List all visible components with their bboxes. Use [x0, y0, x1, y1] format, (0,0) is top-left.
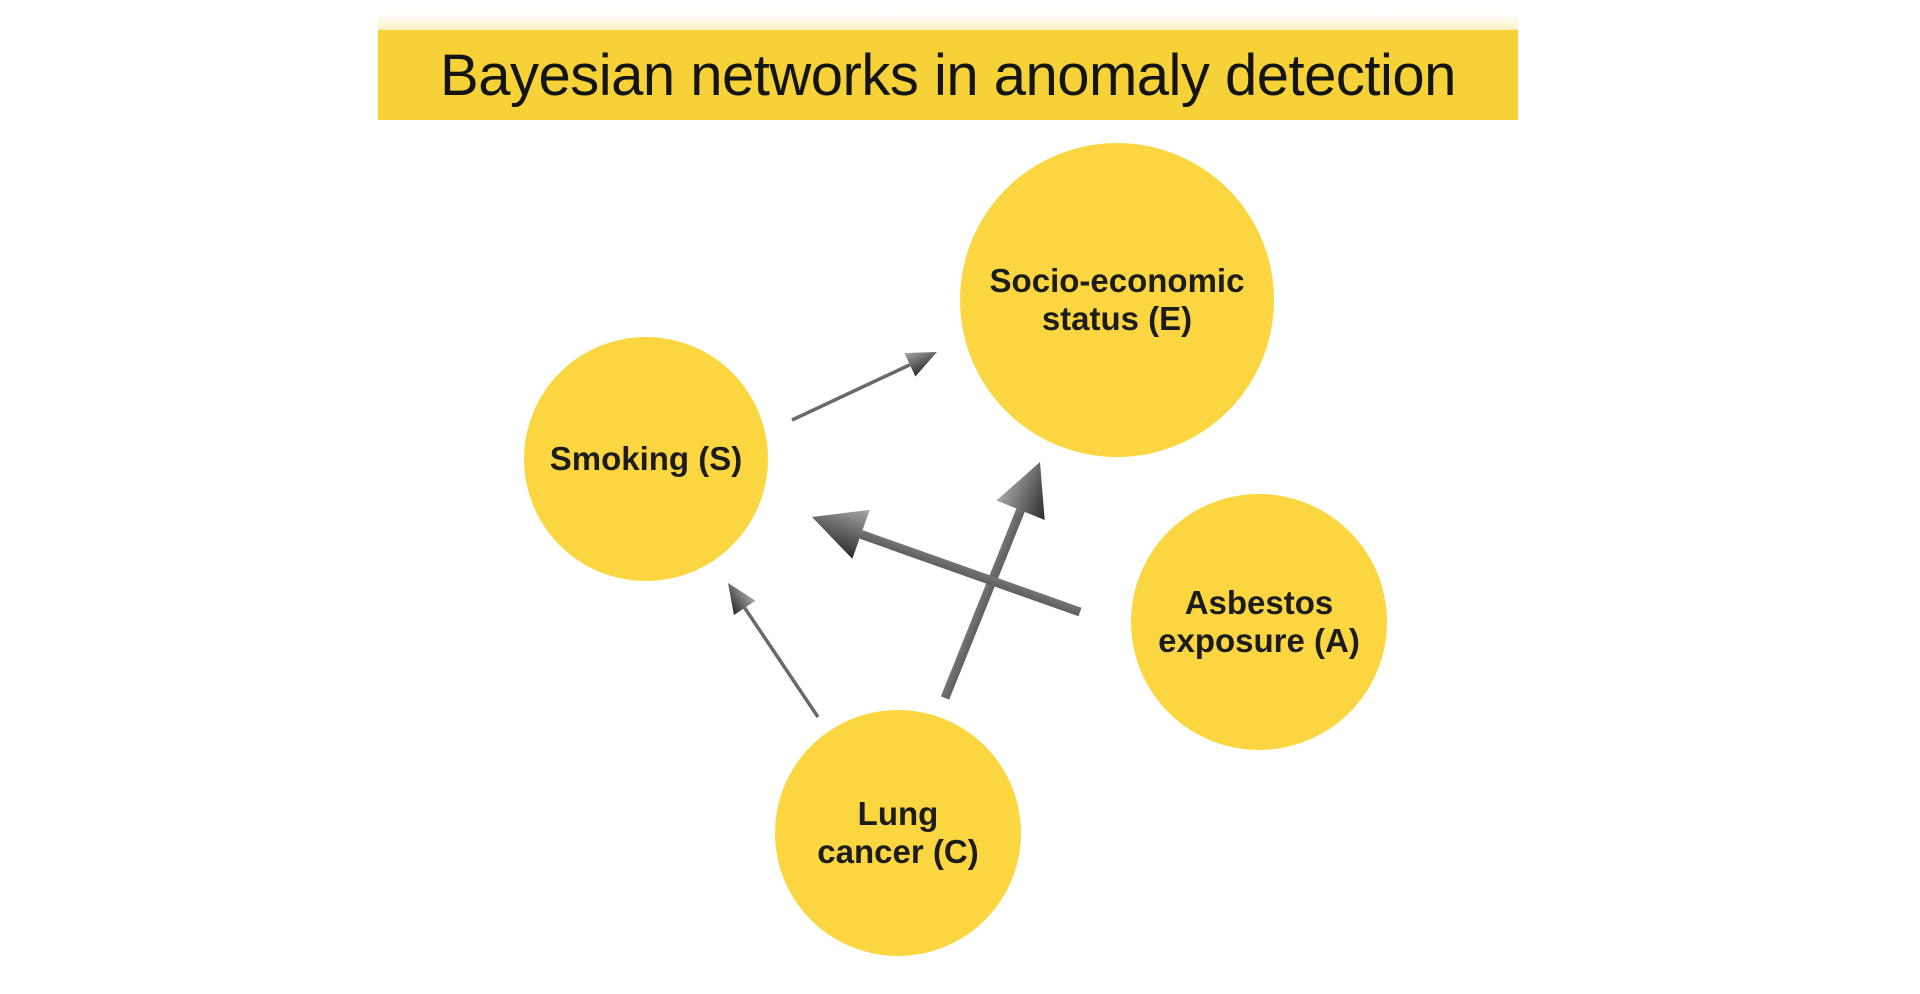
edge-A-to-S-arrowhead: [812, 509, 870, 559]
edge-S-to-E-shaft: [791, 363, 911, 422]
node-smoking-label: Smoking (S): [549, 439, 743, 477]
node-socio-economic-status: Socio-economic status (E): [960, 143, 1274, 457]
edge-S-to-E-arrowhead: [904, 352, 937, 377]
page-title-text: Bayesian networks in anomaly detection: [440, 42, 1456, 108]
node-lung-cancer-label: Lung cancer (C): [817, 794, 979, 870]
title-fade-strip: [378, 13, 1518, 30]
edge-C-to-E-arrowhead: [996, 462, 1045, 520]
edge-A-to-S-shaft: [859, 530, 1082, 617]
node-asbestos-exposure-label: Asbestos exposure (A): [1158, 583, 1360, 659]
node-asbestos-exposure: Asbestos exposure (A): [1131, 494, 1387, 750]
edge-C-to-S-shaft: [743, 606, 820, 718]
node-lung-cancer: Lung cancer (C): [775, 710, 1021, 956]
node-socio-economic-status-label: Socio-economic status (E): [989, 261, 1245, 337]
node-smoking: Smoking (S): [524, 337, 768, 581]
edge-C-to-S-arrowhead: [728, 583, 756, 616]
page-title: Bayesian networks in anomaly detection: [378, 30, 1518, 120]
edge-C-to-E-shaft: [940, 508, 1025, 700]
